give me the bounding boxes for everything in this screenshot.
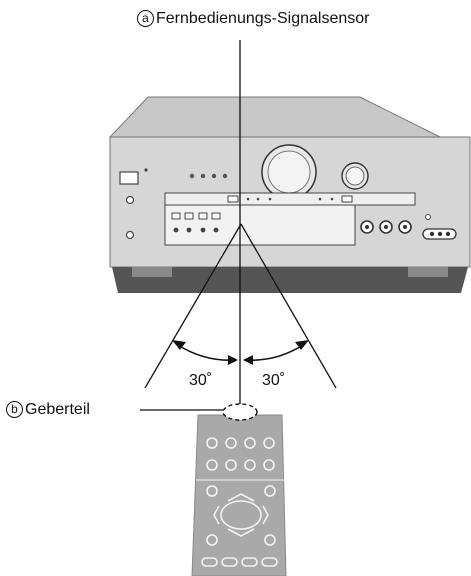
selector-knob-inner (345, 166, 365, 186)
lower-button-dots (173, 227, 219, 233)
power-indicator (144, 168, 148, 172)
lower-display-panel (164, 204, 356, 246)
remote-control (191, 414, 287, 576)
display-band (164, 192, 416, 206)
emitter-marker-badge: b (6, 401, 23, 418)
signal-geometry (140, 40, 337, 411)
power-button (119, 171, 139, 185)
receiver-foot-left (132, 267, 172, 277)
angle-arc-right (244, 344, 304, 362)
beam-left-line (144, 223, 242, 389)
av-receiver (108, 96, 471, 293)
emitter-marker-ellipse (222, 403, 258, 421)
emitter-label-text: Geberteil (25, 401, 90, 418)
angle-arc-left (177, 344, 237, 362)
display-band-dots (246, 197, 334, 201)
angle-arrowheads (172, 340, 309, 365)
left-knob-lower (125, 230, 135, 240)
sensor-label-text: Fernbedienungs-Signalsensor (156, 10, 370, 27)
receiver-base (112, 267, 468, 293)
angle-right-label: 30˚ (262, 372, 286, 389)
display-band-button-right (341, 195, 353, 203)
receiver-foot-right (408, 267, 448, 277)
receiver-top-panel (108, 96, 441, 138)
sensor-window (227, 195, 239, 203)
beam-right-line (240, 223, 337, 389)
remote-keys (201, 437, 278, 567)
indicator-dots (189, 173, 228, 179)
lower-buttons (171, 212, 221, 220)
sensor-marker-badge: a (137, 10, 154, 27)
angle-left-label: 30˚ (189, 372, 213, 389)
left-knob-upper (125, 195, 135, 205)
input-jack-centers (365, 225, 407, 229)
volume-knob-inner (267, 150, 311, 194)
